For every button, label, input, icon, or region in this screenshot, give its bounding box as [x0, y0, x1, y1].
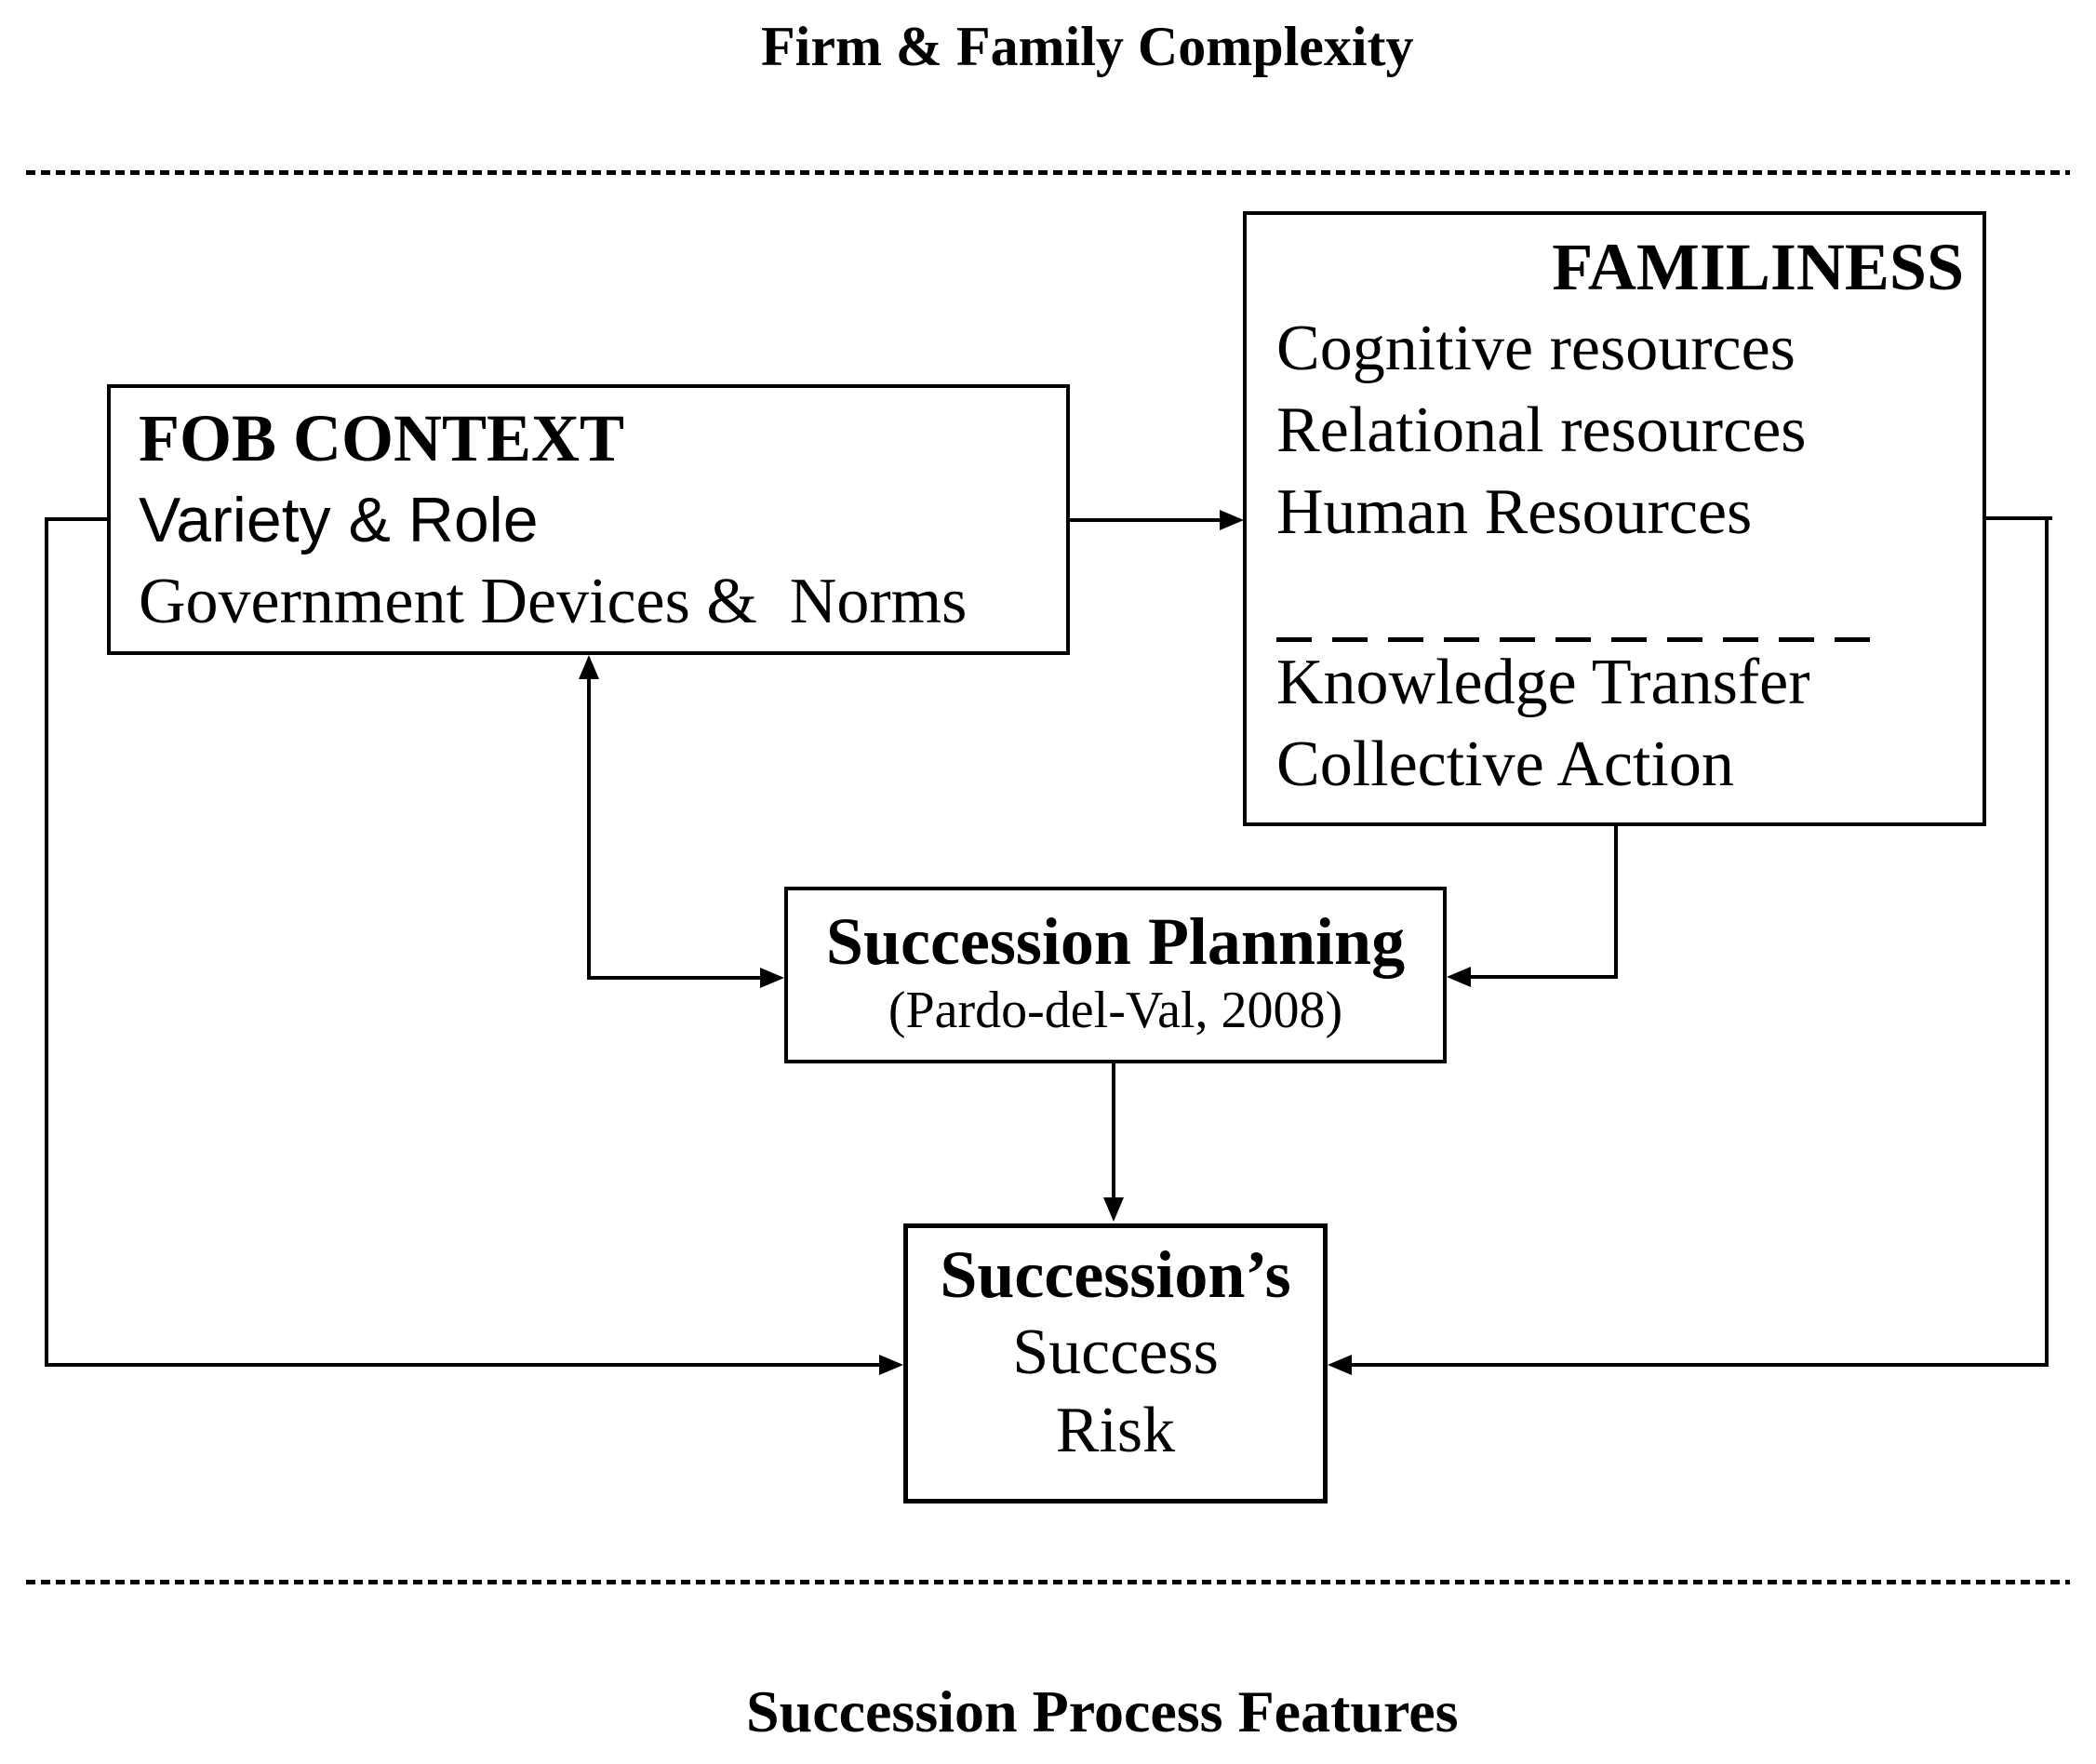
- connector-fob-planning-right-arrowhead: [760, 968, 784, 988]
- arrow-planning-to-risk-vertical: [1112, 1063, 1115, 1199]
- arrow-fob-to-familiness-head: [1220, 510, 1244, 530]
- connector-fob-planning-up-arrowhead: [579, 655, 599, 679]
- familiness-box: FAMILINESS Cognitive resources Relationa…: [1243, 211, 1986, 826]
- connector-right-arrowhead: [1328, 1355, 1352, 1375]
- succession-risk-box: Succession’s Success Risk: [903, 1223, 1328, 1503]
- fob-government-line: Government Devices & Norms: [139, 566, 968, 637]
- arrow-familiness-to-planning-vertical: [1614, 824, 1618, 979]
- connector-right-bottom-segment: [1352, 1363, 2049, 1367]
- connector-left-arrowhead: [879, 1355, 903, 1375]
- succession-planning-citation: (Pardo-del-Val, 2008): [888, 982, 1343, 1039]
- succession-risk-title: Succession’s: [940, 1237, 1291, 1312]
- fob-context-title: FOB CONTEXT: [139, 401, 625, 475]
- connector-left-vertical-segment: [45, 517, 48, 1367]
- connector-right-vertical-segment: [2045, 516, 2049, 1367]
- familiness-outcome-item: Knowledge Transfer: [1276, 647, 1810, 718]
- connector-left-bottom-segment: [45, 1363, 879, 1367]
- connector-left-top-segment: [45, 517, 107, 521]
- familiness-dashed-separator: [1276, 637, 1881, 642]
- arrow-familiness-to-planning-head: [1447, 967, 1471, 987]
- connector-right-top-segment: [1986, 516, 2052, 520]
- bottom-dashed-divider: [26, 1580, 2070, 1584]
- connector-fob-planning-vertical: [587, 677, 591, 980]
- familiness-resource-item: Human Resources: [1276, 476, 1753, 548]
- page-title-bottom: Succession Process Features: [746, 1678, 1459, 1744]
- succession-planning-box: Succession Planning (Pardo-del-Val, 2008…: [784, 887, 1447, 1063]
- fob-variety-line: Variety & Role: [139, 485, 539, 555]
- familiness-title: FAMILINESS: [1552, 230, 1964, 304]
- succession-risk-line: Success: [1012, 1316, 1219, 1388]
- connector-fob-planning-horizontal: [587, 976, 760, 980]
- arrow-fob-to-familiness-line: [1070, 518, 1220, 522]
- familiness-resource-item: Relational resources: [1276, 394, 1807, 466]
- arrow-familiness-to-planning-horizontal: [1471, 975, 1618, 979]
- arrow-planning-to-risk-head: [1103, 1197, 1124, 1222]
- familiness-resource-item: Cognitive resources: [1276, 313, 1796, 384]
- succession-risk-line: Risk: [1055, 1395, 1176, 1466]
- top-dashed-divider: [26, 170, 2070, 175]
- familiness-outcome-item: Collective Action: [1276, 728, 1734, 800]
- succession-planning-title: Succession Planning: [825, 904, 1406, 979]
- fob-context-box: FOB CONTEXT Variety & Role Government De…: [107, 384, 1070, 655]
- page-title-top: Firm & Family Complexity: [761, 16, 1414, 77]
